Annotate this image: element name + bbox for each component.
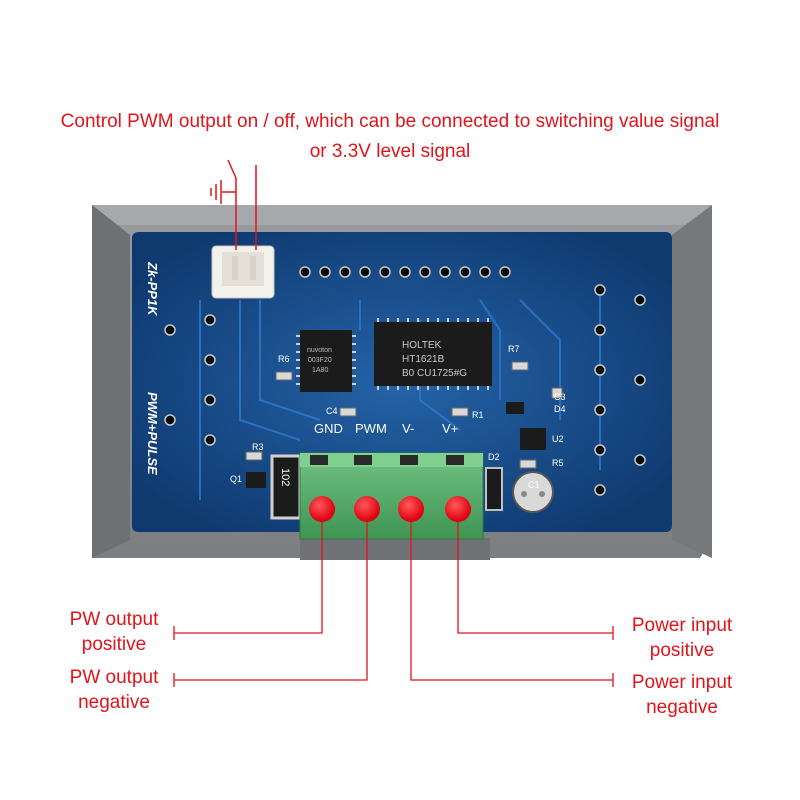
label-pw-output-negative: PW output negative	[69, 667, 159, 713]
terminal-label-vplus: V+	[442, 421, 458, 436]
callout-power-negative	[410, 522, 613, 681]
terminal-power-positive-marker	[445, 496, 471, 522]
top-annotation-line2: or 3.3V level signal	[309, 141, 471, 162]
svg-text:R1: R1	[472, 410, 484, 420]
holtek-part-text: HT1621B	[402, 354, 445, 365]
terminal-block	[299, 452, 484, 540]
mcu-lot-text: 1A80	[312, 367, 328, 374]
capacitor-c1	[512, 471, 554, 513]
svg-text:Q1: Q1	[230, 474, 242, 484]
label-pw-output-positive: PW output positive	[69, 609, 159, 655]
terminal-labels: GND PWM V- V+	[314, 421, 458, 436]
callout-pw-positive	[174, 522, 323, 634]
svg-text:R7: R7	[508, 344, 520, 354]
header-pins	[164, 266, 646, 496]
svg-text:C3: C3	[554, 392, 566, 402]
terminal-pw-positive-marker	[309, 496, 335, 522]
top-annotation: Control PWM output on / off, which can b…	[20, 111, 760, 163]
pcb-board: Zk-PP1K PWM+PULSE nuvoton 003F20 1A80 HO…	[132, 232, 672, 532]
label-power-input-negative: Power input negative	[631, 672, 733, 718]
callout-lines	[173, 522, 614, 687]
jst-connector	[211, 245, 275, 299]
mcu-chip	[296, 330, 356, 392]
svg-text:D4: D4	[554, 404, 566, 414]
ground-icon	[210, 180, 222, 204]
board-name-label: PWM+PULSE	[145, 392, 160, 475]
mcu-brand-text: nuvoton	[307, 347, 332, 354]
switch-symbol	[222, 159, 257, 250]
holtek-chip	[374, 318, 492, 390]
svg-text:U2: U2	[552, 434, 564, 444]
resistor-marking: 102	[279, 468, 291, 486]
holtek-lot-text: B0 CU1725#G	[402, 368, 467, 379]
terminal-power-negative-marker	[398, 496, 424, 522]
board-model-label: Zk-PP1K	[145, 261, 160, 317]
smd-components	[245, 361, 563, 469]
transistors	[246, 402, 546, 488]
holtek-brand-text: HOLTEK	[402, 340, 442, 351]
terminal-label-pwm: PWM	[355, 421, 387, 436]
mcu-part-text: 003F20	[308, 357, 332, 364]
terminal-label-vminus: V-	[402, 421, 414, 436]
diode	[485, 467, 503, 511]
svg-text:C4: C4	[326, 406, 338, 416]
terminal-label-gnd: GND	[314, 421, 343, 436]
top-annotation-line1: Control PWM output on / off, which can b…	[60, 111, 720, 132]
svg-text:R5: R5	[552, 458, 564, 468]
svg-text:C1: C1	[528, 480, 540, 490]
terminal-pw-negative-marker	[354, 496, 380, 522]
svg-text:D2: D2	[488, 452, 500, 462]
callout-power-positive	[457, 522, 613, 634]
component-labels: R6 R7 C3 D4 R1 C4 U2 R3 Q1 D2 R5 C1	[230, 344, 566, 490]
callout-pw-negative	[174, 522, 368, 681]
svg-text:R6: R6	[278, 354, 290, 364]
label-power-input-positive: Power input positive	[631, 615, 733, 661]
svg-text:R3: R3	[252, 442, 264, 452]
power-resistor	[270, 454, 302, 520]
